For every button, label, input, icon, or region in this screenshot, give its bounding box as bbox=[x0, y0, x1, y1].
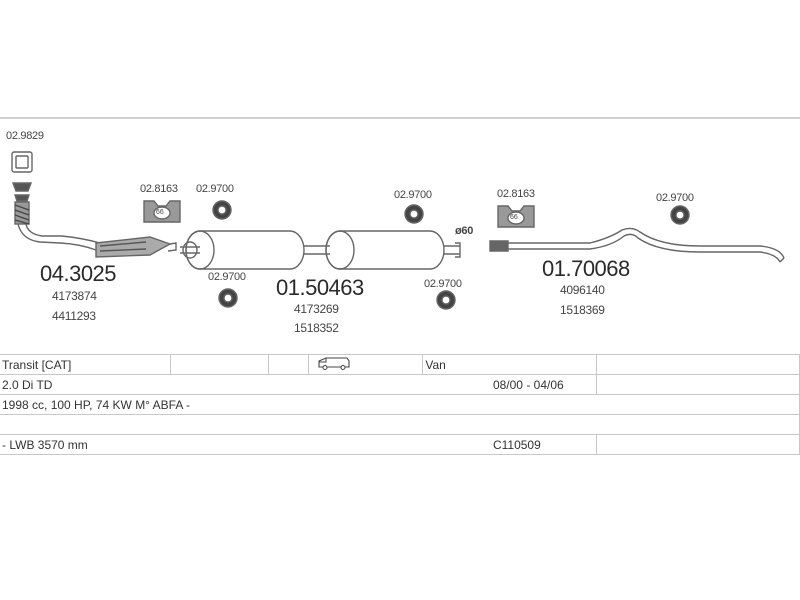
middle-part-ref-1: 4173269 bbox=[294, 302, 339, 316]
rubber-ring-4-icon bbox=[436, 290, 456, 310]
mount-1-part-label: 02.8163 bbox=[140, 183, 178, 195]
rubber-1-part-label: 02.9700 bbox=[196, 183, 234, 195]
rubber-ring-2-icon bbox=[218, 288, 238, 308]
flange-icon bbox=[11, 182, 33, 202]
clamp-icon bbox=[11, 151, 33, 173]
front-part-ref-1: 4173874 bbox=[52, 289, 97, 303]
top-frame-line bbox=[0, 117, 800, 119]
mount-2-part-label: 02.8163 bbox=[497, 188, 535, 200]
spec-row-engine: 2.0 Di TD 08/00 - 04/06 bbox=[0, 374, 800, 395]
rubber-ring-5-icon bbox=[670, 205, 690, 225]
rubber-3-part-label: 02.9700 bbox=[394, 189, 432, 201]
exhaust-mount-1-icon bbox=[143, 200, 181, 223]
empty-cell bbox=[268, 354, 309, 375]
exhaust-diagram bbox=[11, 151, 785, 310]
details-cell: 1998 cc, 100 HP, 74 KW M° ABFA - bbox=[0, 394, 800, 415]
empty-cell bbox=[0, 414, 800, 435]
exhaust-mount-2-icon bbox=[497, 205, 535, 228]
spec-row-variant: - LWB 3570 mm C110509 bbox=[0, 434, 800, 455]
period-cell: 08/00 - 04/06 bbox=[490, 374, 695, 395]
rear-part-ref-2: 1518369 bbox=[560, 303, 605, 317]
mount-1-badge: 66 bbox=[156, 209, 164, 216]
catalyst-icon bbox=[95, 236, 177, 258]
middle-part-ref-2: 1518352 bbox=[294, 321, 339, 335]
empty-cell bbox=[596, 354, 800, 375]
spec-row-details: 1998 cc, 100 HP, 74 KW M° ABFA - bbox=[0, 394, 800, 415]
middle-part-number: 01.50463 bbox=[276, 275, 364, 300]
vehicle-spec-table: Transit [CAT] Van 2.0 Di TD 08/00 - 04/0… bbox=[0, 354, 800, 455]
variant-cell: - LWB 3570 mm bbox=[0, 434, 597, 455]
rubber-4-part-label: 02.9700 bbox=[424, 278, 462, 290]
diameter-label: ø60 bbox=[455, 225, 474, 237]
rear-part-ref-1: 4096140 bbox=[560, 283, 605, 297]
flex-pipe-icon bbox=[14, 201, 30, 225]
rubber-ring-3-icon bbox=[404, 204, 424, 224]
van-icon bbox=[318, 357, 350, 370]
spec-row-model: Transit [CAT] Van bbox=[0, 354, 800, 375]
tail-pipe-icon bbox=[489, 227, 785, 263]
empty-cell bbox=[170, 354, 269, 375]
middle-silencer-icon bbox=[180, 230, 461, 270]
rubber-2-part-label: 02.9700 bbox=[208, 271, 246, 283]
model-cell: Transit [CAT] bbox=[0, 354, 172, 375]
rubber-5-part-label: 02.9700 bbox=[656, 192, 694, 204]
vehicle-type-icon-cell bbox=[308, 354, 424, 375]
code-cell: C110509 bbox=[490, 434, 695, 455]
rubber-ring-1-icon bbox=[212, 200, 232, 220]
rear-part-number: 01.70068 bbox=[542, 256, 630, 281]
body-type-cell: Van bbox=[422, 354, 597, 375]
clamp-part-label: 02.9829 bbox=[6, 130, 44, 142]
mount-2-badge: 66 bbox=[510, 214, 518, 221]
front-pipe-icon bbox=[17, 223, 101, 251]
front-part-number: 04.3025 bbox=[40, 261, 117, 286]
front-part-ref-2: 4411293 bbox=[52, 309, 96, 323]
spec-row-empty bbox=[0, 414, 800, 435]
